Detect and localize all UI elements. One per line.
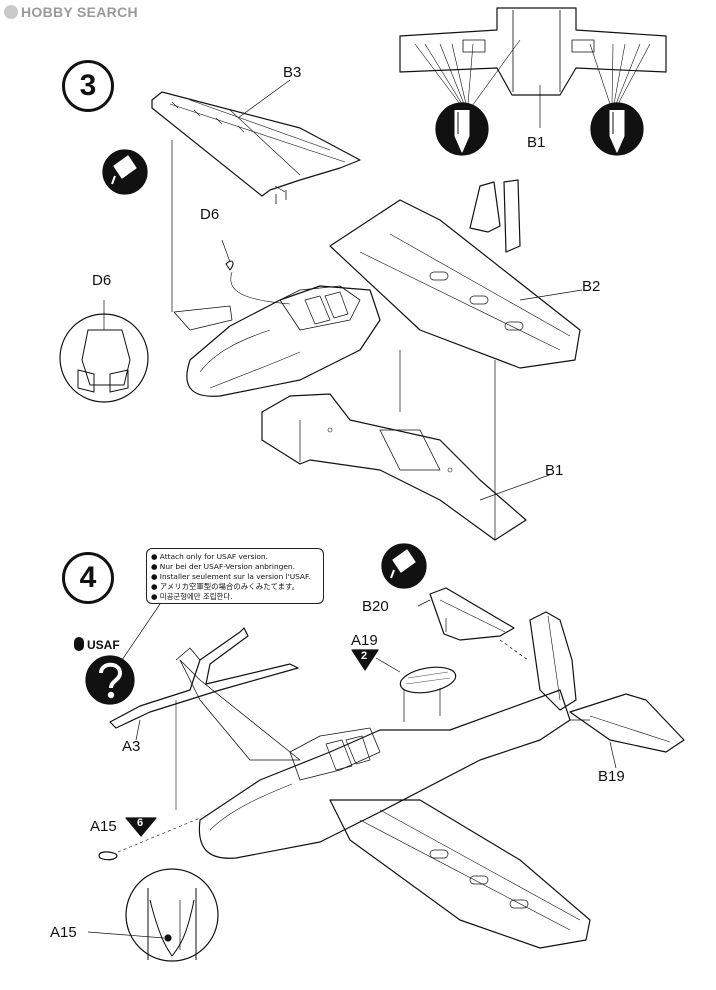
fuselage-step4: [198, 611, 577, 859]
label-b19: B19: [598, 768, 625, 785]
note-line-de: ● Nur bei der USAF-Version anbringen.: [151, 562, 295, 571]
cement-bottle-icon: [102, 149, 148, 195]
part-b1-lower: [261, 393, 527, 541]
label-a19-number: 2: [361, 650, 368, 662]
hobby-search-logo-icon: [4, 5, 18, 19]
a15-number-triangle: [125, 817, 157, 837]
label-d6-detail: D6: [92, 272, 112, 289]
note-line-fr: ● Installer seulement sur la version l'U…: [151, 572, 311, 581]
question-mark-icon: [85, 655, 135, 705]
label-a19: A19: [351, 632, 378, 649]
usaf-tag: USAF: [74, 637, 120, 652]
label-b3: B3: [283, 64, 302, 81]
part-a15: [98, 851, 118, 861]
usaf-note-box: ● Attach only for USAF version. ● Nur be…: [146, 548, 324, 604]
cement-bottle-icon: [381, 543, 427, 589]
part-b1-top-view: [399, 7, 667, 107]
note-line-ko: ● 미공군형에만 조립한다.: [151, 592, 233, 601]
part-b19: [569, 693, 685, 753]
label-b1-top: B1: [527, 134, 546, 151]
label-a15-detail: A15: [50, 924, 77, 941]
detail-circle-right: [590, 102, 644, 156]
detail-circle-left: [435, 102, 489, 156]
usaf-marker-icon: [74, 637, 84, 651]
label-a15-number: 6: [137, 817, 144, 829]
part-b20: [429, 587, 515, 641]
step-4-number: 4: [62, 552, 114, 604]
label-d6: D6: [200, 206, 220, 223]
label-b2: B2: [582, 278, 601, 295]
part-a19: [399, 666, 457, 722]
label-b1-bottom: B1: [545, 462, 564, 479]
part-b3-wing: [151, 91, 361, 204]
label-a15: A15: [90, 818, 117, 835]
label-a3: A3: [122, 738, 141, 755]
note-line-ja: ● アメリカ空軍型の場合のみくみたてます。: [151, 582, 300, 591]
detail-a15-circle: [125, 868, 219, 962]
detail-d6-circle: [59, 300, 149, 403]
note-line-en: ● Attach only for USAF version.: [151, 552, 268, 561]
fuselage-step3: [173, 285, 381, 397]
label-b20: B20: [362, 598, 389, 615]
part-b2-wing: [329, 179, 581, 369]
watermark: HOBBY SEARCH: [4, 4, 138, 20]
wing-step4: [179, 659, 591, 949]
a19-number-triangle: [351, 649, 379, 671]
step-3-number: 3: [62, 60, 114, 112]
part-a3: [109, 603, 299, 741]
